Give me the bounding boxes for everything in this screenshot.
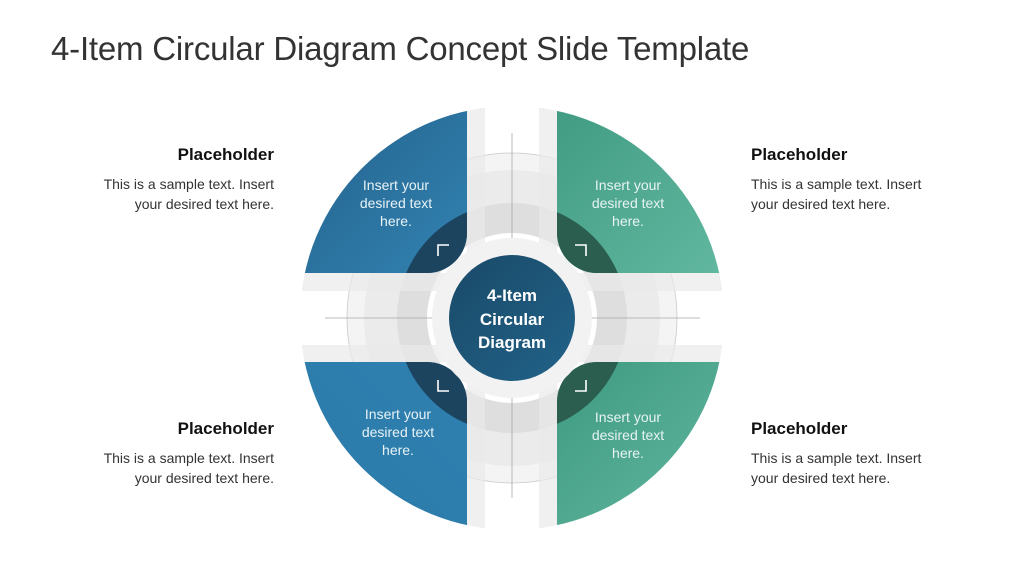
quadrant-top-right-text: Insert your desired text here. <box>591 177 665 229</box>
side-block-top-left: Placeholder This is a sample text. Inser… <box>44 145 274 214</box>
corner-mark-top-left <box>437 244 449 256</box>
slide-title: 4-Item Circular Diagram Concept Slide Te… <box>51 30 750 67</box>
side-block-top-right: Placeholder This is a sample text. Inser… <box>751 145 981 214</box>
center-label: 4-Item Circular Diagram <box>477 286 547 352</box>
side-heading: Placeholder <box>751 145 848 164</box>
side-heading: Placeholder <box>177 419 274 438</box>
side-block-bottom-left: Placeholder This is a sample text. Inser… <box>44 419 274 488</box>
side-body: This is a sample text. Insert your desir… <box>751 450 922 486</box>
side-heading: Placeholder <box>177 145 274 164</box>
quadrant-top-left-text: Insert your desired text here. <box>359 177 433 229</box>
quadrant-bottom-right-text: Insert your desired text here. <box>591 409 665 461</box>
side-body: This is a sample text. Insert your desir… <box>103 176 274 212</box>
corner-mark-bottom-right <box>575 380 587 392</box>
center-circle <box>449 255 575 381</box>
quadrant-bottom-left-text: Insert your desired text here. <box>361 406 435 458</box>
corner-mark-bottom-left <box>437 380 449 392</box>
side-body: This is a sample text. Insert your desir… <box>103 450 274 486</box>
corner-mark-top-right <box>575 244 587 256</box>
side-body: This is a sample text. Insert your desir… <box>751 176 922 212</box>
side-heading: Placeholder <box>751 419 848 438</box>
side-block-bottom-right: Placeholder This is a sample text. Inser… <box>751 419 981 488</box>
